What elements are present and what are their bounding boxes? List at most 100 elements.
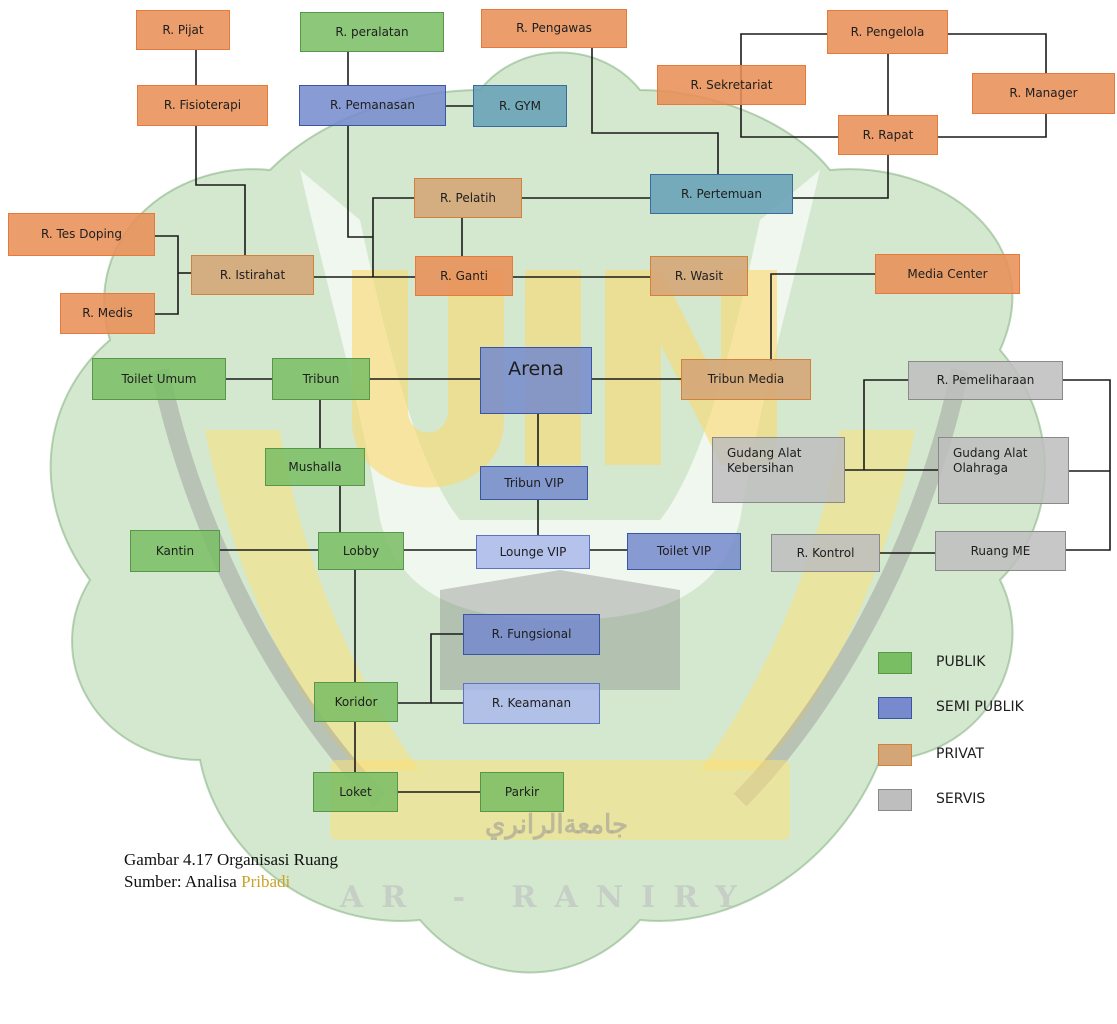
room-media-center: Media Center	[875, 254, 1020, 294]
room-label: R. Medis	[82, 306, 133, 320]
room-label: Ruang ME	[970, 543, 1031, 558]
figure-source: Sumber: Analisa Pribadi	[124, 872, 290, 892]
room-label: Kantin	[155, 543, 195, 558]
room-pelatih: R. Pelatih	[414, 178, 522, 218]
connector	[155, 235, 179, 315]
room-label: R. Rapat	[862, 127, 914, 142]
room-label: Media Center	[907, 266, 988, 281]
connector	[372, 197, 414, 277]
room-mushalla: Mushalla	[265, 448, 365, 486]
room-gym: R. GYM	[473, 85, 567, 127]
room-label: Tribun VIP	[504, 475, 564, 490]
room-parkir: Parkir	[480, 772, 564, 812]
room-kantin: Kantin	[130, 530, 220, 572]
room-pertemuan: R. Pertemuan	[650, 174, 793, 214]
room-label: Koridor	[334, 694, 378, 709]
room-label: R. Fisioterapi	[163, 98, 242, 112]
room-label: Lounge VIP	[499, 544, 567, 559]
room-label: R. Sekretariat	[690, 77, 773, 92]
connector	[591, 48, 719, 174]
room-ruang-me: Ruang ME	[935, 531, 1066, 571]
room-tribun-media: Tribun Media	[681, 359, 811, 400]
room-label-line-2: Olahraga	[953, 461, 1008, 475]
room-tes-doping: R. Tes Doping	[8, 213, 155, 256]
legend-label-privat: PRIVAT	[936, 746, 985, 762]
room-label: Lobby	[342, 543, 380, 558]
room-peralatan: R. peralatan	[300, 12, 444, 52]
connector	[1063, 379, 1111, 551]
room-label: R. Keamanan	[491, 696, 572, 710]
room-label: Tribun	[302, 371, 340, 386]
source-label: Sumber: Analisa	[124, 872, 242, 891]
room-label-line-2: Kebersihan	[727, 461, 794, 475]
connector	[793, 155, 889, 199]
room-label: R. Pemanasan	[330, 98, 415, 112]
room-fisioterapi: R. Fisioterapi	[137, 85, 268, 126]
room-medis: R. Medis	[60, 293, 155, 334]
room-wasit: R. Wasit	[650, 256, 748, 296]
room-ganti: R. Ganti	[415, 256, 513, 296]
connector	[398, 633, 463, 704]
room-label: Toilet VIP	[656, 544, 712, 558]
figure-caption: Gambar 4.17 Organisasi Ruang	[124, 850, 339, 869]
room-label: R. Pertemuan	[680, 186, 762, 201]
room-label: R. Wasit	[674, 268, 724, 283]
room-label: Loket	[339, 784, 372, 799]
room-sekretariat: R. Sekretariat	[657, 65, 806, 105]
room-toilet-vip: Toilet VIP	[627, 533, 741, 570]
room-label: Toilet Umum	[121, 371, 197, 386]
legend-swatch-semi-publik	[878, 697, 912, 719]
room-label: Arena	[508, 358, 564, 380]
room-pemeliharaan: R. Pemeliharaan	[908, 361, 1063, 400]
legend-label-servis: SERVIS	[936, 791, 986, 807]
room-loket: Loket	[313, 772, 398, 812]
legend-label-semi-publik: SEMI PUBLIK	[936, 699, 1024, 715]
room-kontrol: R. Kontrol	[771, 534, 880, 572]
room-label: R. Kontrol	[796, 545, 855, 560]
watermark-arabic-text: جامعةالرانري	[485, 810, 629, 840]
room-label: R. Fungsional	[491, 627, 572, 641]
room-label: R. Pengelola	[850, 24, 925, 39]
connector	[948, 33, 1047, 73]
room-label-line-1: Gudang Alat	[727, 446, 802, 460]
room-label: Tribun Media	[707, 372, 785, 386]
room-tribun: Tribun	[272, 358, 370, 400]
room-label: Mushalla	[288, 459, 342, 474]
room-keamanan: R. Keamanan	[463, 683, 600, 724]
room-lounge-vip: Lounge VIP	[476, 535, 590, 569]
room-rapat: R. Rapat	[838, 115, 938, 155]
room-pijat: R. Pijat	[136, 10, 230, 50]
room-label: R. Pemeliharaan	[936, 373, 1035, 387]
room-manager: R. Manager	[972, 73, 1115, 114]
room-label: R. peralatan	[335, 24, 409, 39]
room-label-line-1: Gudang Alat	[953, 446, 1028, 460]
room-label: R. Manager	[1009, 86, 1078, 100]
watermark-letter-u	[352, 270, 504, 488]
connector	[347, 126, 373, 238]
room-label: R. Pelatih	[439, 190, 497, 205]
room-toilet-umum: Toilet Umum	[92, 358, 226, 400]
room-pengawas: R. Pengawas	[481, 9, 627, 48]
room-arena: Arena	[480, 347, 592, 414]
room-lobby: Lobby	[318, 532, 404, 570]
connector	[938, 114, 1047, 138]
legend-swatch-privat	[878, 744, 912, 766]
room-pemanasan: R. Pemanasan	[299, 85, 446, 126]
legend-label-publik: PUBLIK	[936, 654, 986, 670]
legend-swatch-servis	[878, 789, 912, 811]
room-label: R. Pengawas	[516, 21, 592, 35]
watermark-ar-raniry-text: AR - RANIRY	[340, 880, 755, 915]
room-label: R. GYM	[499, 98, 541, 113]
watermark-white-crest	[300, 170, 820, 620]
room-label: R. Pijat	[162, 22, 204, 37]
room-pengelola: R. Pengelola	[827, 10, 948, 54]
room-label: R. Tes Doping	[40, 227, 123, 241]
room-koridor: Koridor	[314, 682, 398, 722]
room-label: R. Ganti	[440, 268, 488, 283]
connector	[863, 379, 908, 470]
room-fungsional: R. Fungsional	[463, 614, 600, 655]
